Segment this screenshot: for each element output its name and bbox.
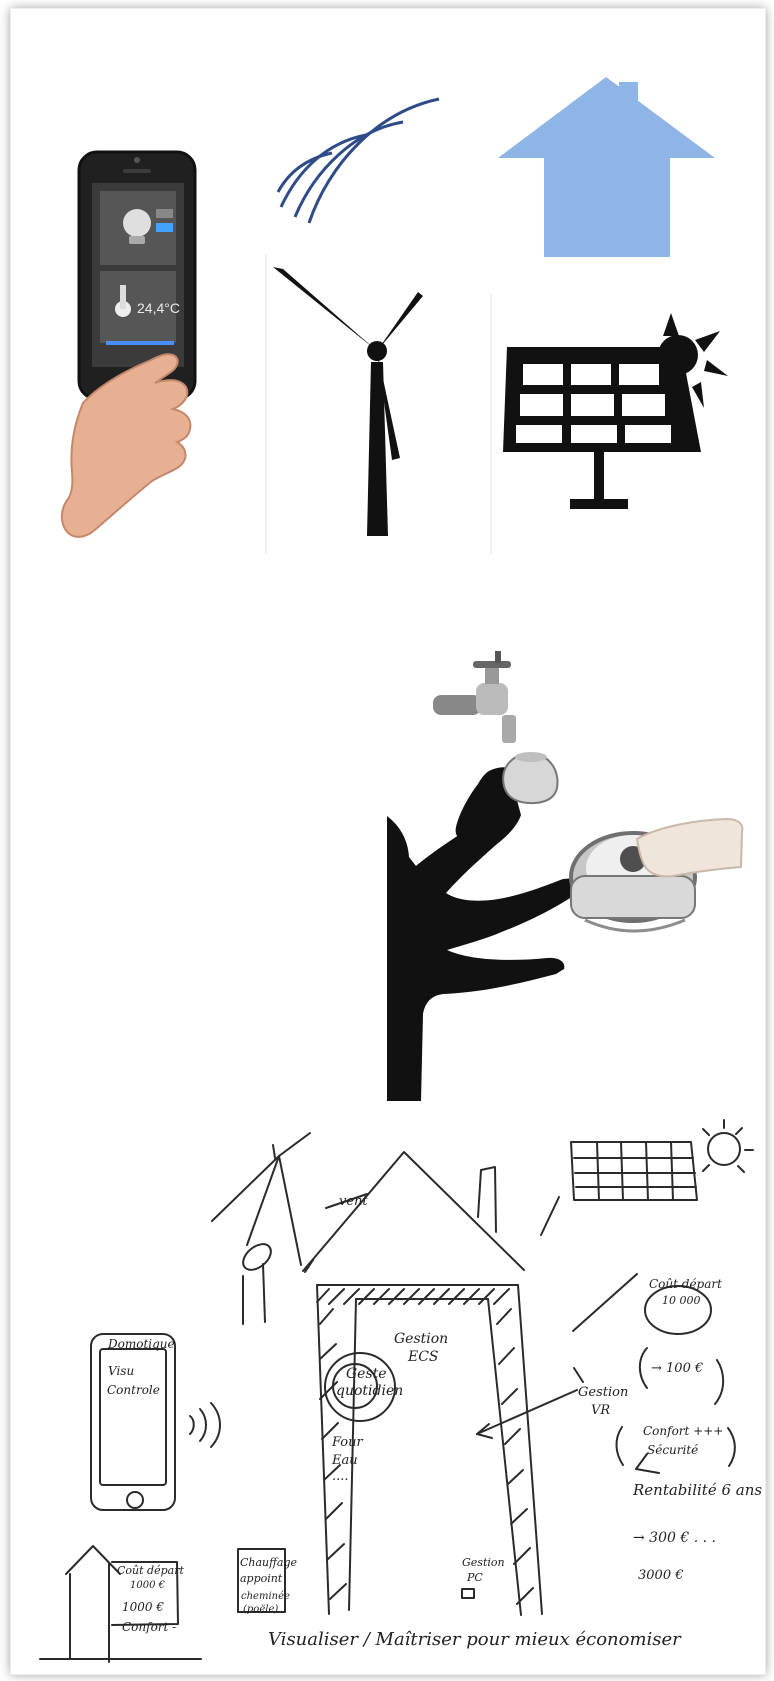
sketch-geste-line-1: Geste bbox=[346, 1367, 387, 1382]
smart-home-illustration bbox=[11, 9, 765, 574]
sketch-cout-left-line-2: 1000 € bbox=[130, 1581, 165, 1592]
sketch-gestion-pc-line-1: Gestion bbox=[462, 1557, 505, 1569]
sketch-chauffage-line-2: appoint bbox=[240, 1573, 282, 1585]
cup-icon bbox=[503, 752, 557, 803]
sketch-wind-turbine-icon bbox=[212, 1133, 310, 1324]
sketch-panel: Domotique Visu Controle vent Gestion ECS… bbox=[11, 1114, 765, 1674]
sketch-sun-icon bbox=[703, 1120, 753, 1172]
sketch-price-2: → 300 € . . . bbox=[633, 1531, 716, 1546]
sketch-cout-left-line-3: 1000 € bbox=[122, 1601, 164, 1614]
sketch-confort-line-1: Confort +++ bbox=[643, 1425, 723, 1438]
sketch-gestion-vr-line-2: VR bbox=[591, 1404, 610, 1418]
sketch-phone-icon bbox=[91, 1334, 175, 1510]
sketch-geste-line-2: quotidien bbox=[336, 1384, 403, 1399]
wireless-signal-icon bbox=[278, 99, 439, 223]
sketch-phone-box-title: Domotique bbox=[108, 1338, 175, 1351]
sketch-cout-right-line-1: Coût départ bbox=[649, 1278, 722, 1291]
smart-home-panel: 24,4°C bbox=[11, 9, 765, 574]
sketch-footer: Visualiser / Maîtriser pour mieux économ… bbox=[268, 1631, 681, 1650]
sketch-cout-left-line-1: Coût départ bbox=[117, 1565, 184, 1577]
sketch-four-line-2: Eau bbox=[332, 1454, 358, 1468]
daily-gestures-illustration bbox=[11, 574, 765, 1114]
cooking-hand-icon bbox=[637, 819, 742, 877]
storyboard-sheet: 24,4°C bbox=[10, 8, 766, 1675]
sketch-ecs-line-2: ECS bbox=[408, 1350, 439, 1365]
daily-gestures-panel bbox=[11, 574, 765, 1114]
sketch-price-1: → 100 € bbox=[651, 1362, 703, 1376]
sketch-wind-label: vent bbox=[339, 1195, 368, 1209]
sketch-phone-box-line-1: Visu bbox=[108, 1365, 134, 1378]
sketch-solar-panel-icon bbox=[571, 1142, 697, 1200]
sketch-cout-left-line-4: Confort - bbox=[122, 1621, 176, 1634]
sketch-rentabilite: Rentabilité 6 ans bbox=[633, 1483, 762, 1499]
sketch-chauffage-line-1: Chauffage bbox=[240, 1557, 297, 1569]
phone-temperature: 24,4°C bbox=[137, 300, 180, 316]
sketch-gestion-vr-line-1: Gestion bbox=[578, 1386, 628, 1400]
wind-turbine-icon bbox=[273, 267, 423, 536]
sketch-cout-right-line-2: 10 000 bbox=[662, 1295, 701, 1307]
sketch-chauffage-line-4: (poële) bbox=[243, 1605, 278, 1616]
tap-icon bbox=[433, 651, 516, 743]
sketch-phone-box-line-2: Controle bbox=[107, 1384, 160, 1397]
sketch-chauffage-line-3: cheminée bbox=[241, 1592, 290, 1603]
sketch-four-line-1: Four bbox=[332, 1436, 363, 1450]
house-icon bbox=[498, 77, 715, 257]
sketch-signal-icon bbox=[190, 1403, 220, 1447]
sketch-gestion-pc-line-2: PC bbox=[467, 1572, 483, 1584]
sketch-four-line-3: .... bbox=[332, 1470, 349, 1484]
hands-silhouette-icon bbox=[387, 767, 580, 1101]
sketch-price-3: 3000 € bbox=[638, 1569, 684, 1583]
sketch-confort-line-2: Sécurité bbox=[647, 1444, 698, 1457]
sketch-ecs-line-1: Gestion bbox=[394, 1332, 448, 1347]
